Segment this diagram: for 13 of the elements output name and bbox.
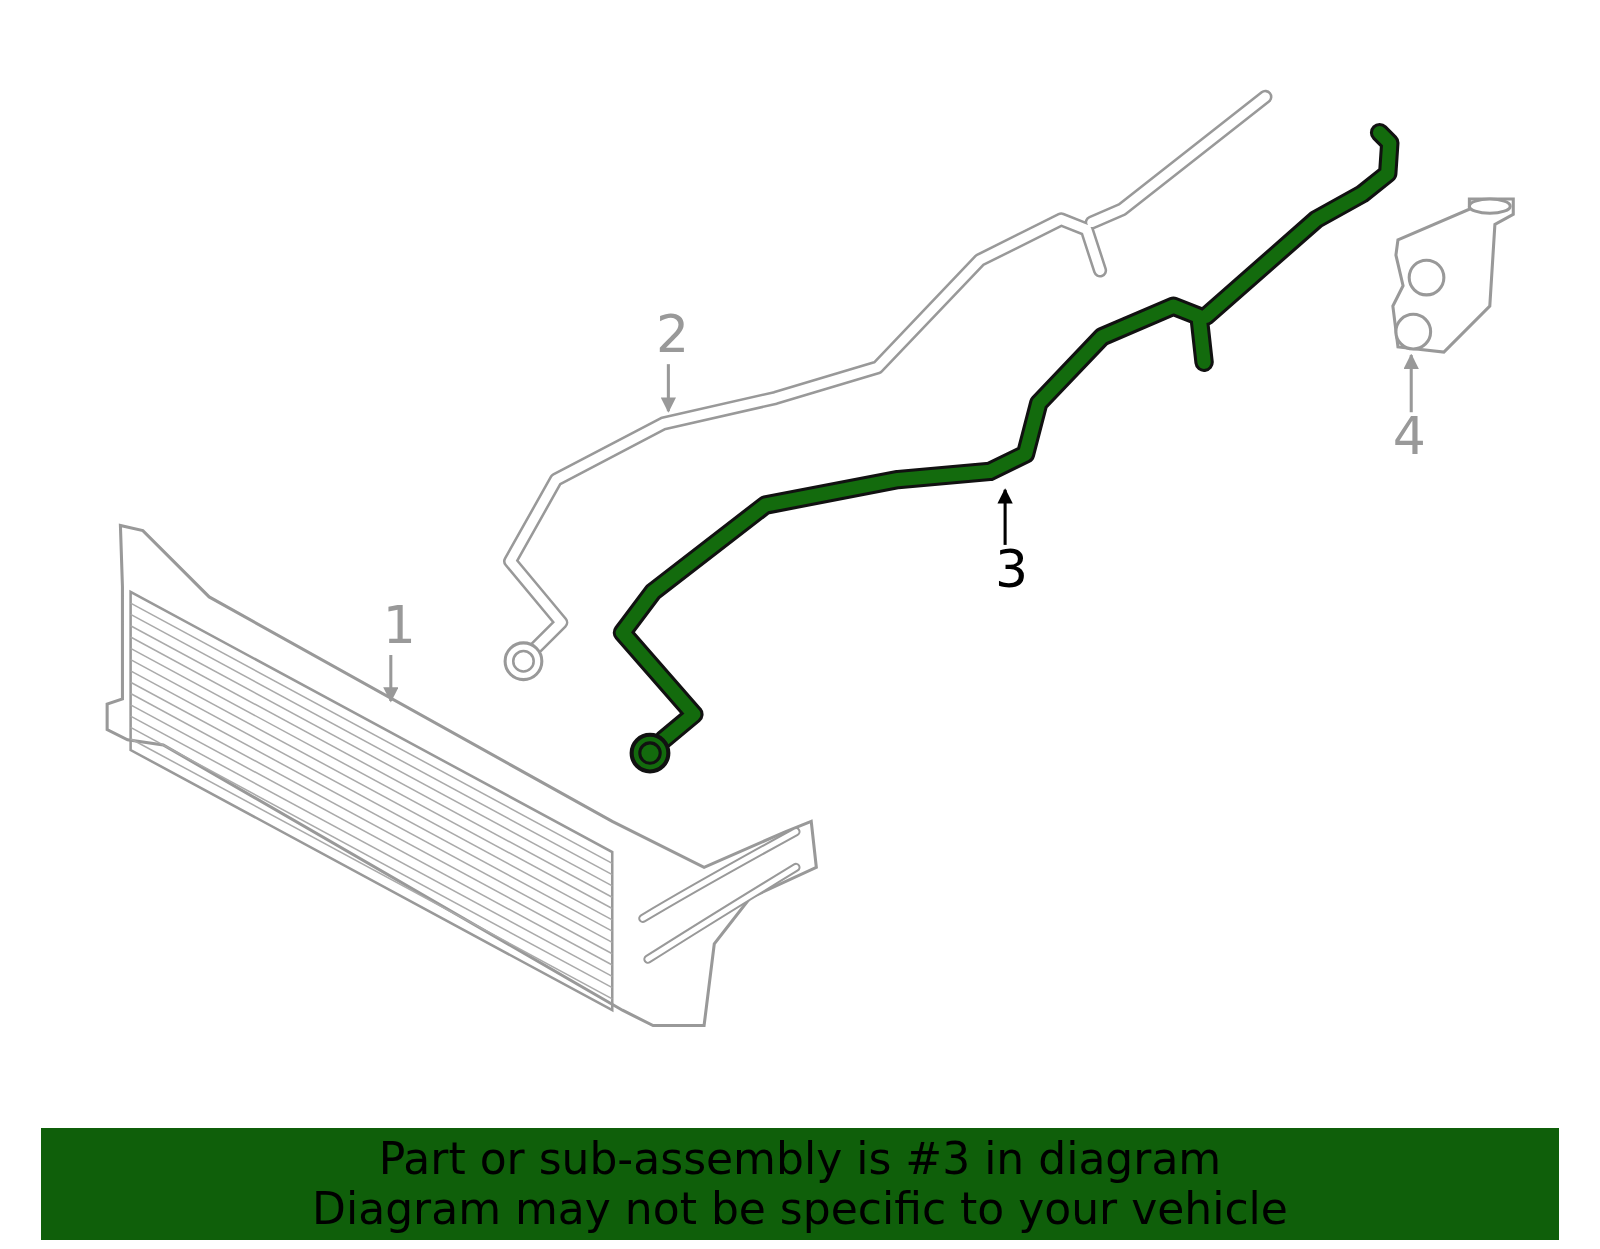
hose-drawing (503, 89, 1273, 682)
callout-number: 4 (1392, 408, 1426, 465)
callout-number: 3 (994, 540, 1028, 597)
leader-arrow (997, 488, 1013, 545)
leader-arrow (660, 364, 676, 413)
radiator-drawing (105, 523, 818, 1028)
leader-arrow (383, 655, 399, 703)
callout-number: 1 (382, 596, 416, 653)
note-text: Part or sub-assembly is #3 in diagram (378, 1134, 1222, 1184)
callout-number: 2 (656, 306, 690, 363)
housing-drawing (1391, 197, 1515, 354)
note-text: Diagram may not be specific to your vehicle (312, 1184, 1288, 1234)
leader-arrow (1403, 353, 1419, 413)
